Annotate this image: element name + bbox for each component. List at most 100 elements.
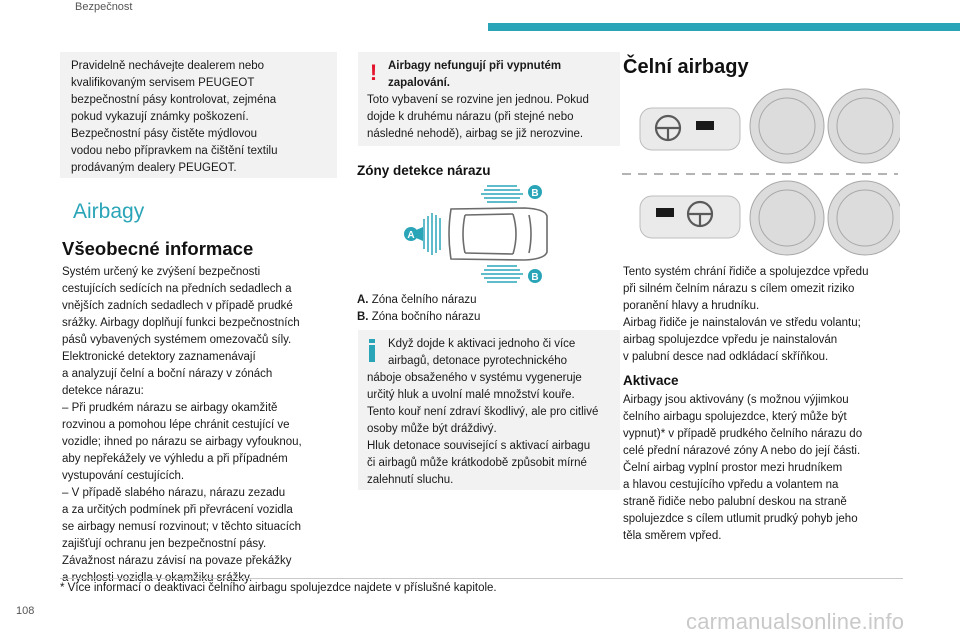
note-line: kvalifikovaným servisem PEUGEOT [71, 77, 255, 89]
info-line: Když dojde k aktivaci jednoho či více [388, 338, 576, 350]
footnote-divider [60, 578, 903, 579]
heading-detection-zones: Zóny detekce nárazu [357, 163, 491, 178]
info-text: Když dojde k aktivaci jednoho či více ai… [367, 336, 617, 489]
note-line: pokud vykazují známky poškození. [71, 111, 249, 123]
maintenance-note-box: Pravidelně nechávejte dealerem nebo kval… [60, 52, 337, 178]
header-accent-bar [488, 23, 960, 31]
steering-wheel-icon [654, 114, 682, 142]
heading-front-airbags: Čelní airbagy [623, 56, 749, 78]
section-header: Bezpečnost [75, 1, 133, 13]
info-line: Tento kouř není zdraví škodlivý, ale pro… [367, 406, 599, 418]
text-line: Elektronické detektory zaznamenávají [62, 351, 256, 363]
text-line: Airbag řidiče je nainstalován ve středu … [623, 317, 861, 329]
legend-item: B. Zóna bočního nárazu [357, 309, 480, 326]
steering-wheel-icon-bottom [686, 200, 714, 228]
text-line: celé přední nárazové zóny A nebo do její… [623, 445, 861, 457]
front-airbags-intro: Tento systém chrání řidiče a spolujezdce… [623, 264, 913, 366]
legend-item: A. Zóna čelního nárazu [357, 292, 480, 309]
text-line: a hlavou cestujícího vpředu a volantem n… [623, 479, 839, 491]
occupant-passenger-top [827, 88, 900, 164]
warning-line: Toto vybavení se rozvine jen jednou. Pok… [367, 94, 589, 106]
exclamation-icon: ! [369, 60, 378, 85]
label-a: A [407, 230, 414, 241]
info-line: či airbagů může krátkodobě způsobit mírn… [367, 457, 587, 469]
dashboard-bottom [639, 195, 741, 239]
label-b-bottom-badge [528, 269, 542, 283]
label-b-top: B [531, 188, 538, 199]
info-line: Hluk detonace související s aktivací air… [367, 440, 591, 452]
text-line: a analyzují čelní a boční nárazy v zónác… [62, 368, 273, 380]
text-line: srážky. Airbagy doplňují funkci bezpečno… [62, 317, 300, 329]
text-line: detekce nárazu: [62, 385, 144, 397]
activation-text: Airbagy jsou aktivovány (s možnou výjimk… [623, 392, 913, 545]
legend-key: A. [357, 294, 369, 306]
text-line: airbag spolujezdce vpředu je nainstalová… [623, 334, 838, 346]
warning-line: následné nehodě), airbag se již nerozvin… [367, 128, 584, 140]
text-line: vystupování cestujících. [62, 470, 185, 482]
text-line: se airbagy nemusí rozvinout; v těchto si… [62, 521, 302, 533]
side-impact-lines-bottom [481, 265, 523, 283]
text-line: Systém určený ke zvýšení bezpečnosti [62, 266, 261, 278]
warning-line: dojde k druhému nárazu (při stejné nebo [367, 111, 574, 123]
info-line: osoby může být dráždivý. [367, 423, 497, 435]
text-line: vypnut)* v případě prudkého čelního nára… [623, 428, 863, 440]
text-line: v palubní desce nad odkládací skříňkou. [623, 351, 829, 363]
occupant-driver-bottom [749, 180, 825, 256]
info-line: určitý hluk a uvolní malé množství kouře… [367, 389, 575, 401]
heading-activation: Aktivace [623, 373, 679, 388]
text-line: rozvinou a pomohou lépe chránit cestujíc… [62, 419, 290, 431]
text-line: cestujících sedících na předních sedadle… [62, 283, 292, 295]
info-box [358, 330, 620, 490]
occupant-driver-top [749, 88, 825, 164]
legend-text: Zóna bočního nárazu [371, 311, 481, 323]
text-line: při silném čelním nárazu s cílem omezit … [623, 283, 855, 295]
text-line: spolujezdce s cílem utlumit prudký pohyb… [623, 513, 858, 525]
note-line: Bezpečnostní pásy čistěte mýdlovou [71, 128, 258, 140]
warning-text: Airbagy nefungují při vypnutém zapalován… [367, 58, 617, 143]
text-line: Čelní airbag vyplní prostor mezi hrudník… [623, 462, 843, 474]
legend-key: B. [357, 311, 369, 323]
text-line: – V případě slabého nárazu, nárazu zezad… [62, 487, 286, 499]
zones-legend: A. Zóna čelního nárazu B. Zóna bočního n… [357, 292, 480, 326]
text-line: Tento systém chrání řidiče a spolujezdce… [623, 266, 869, 278]
text-line: čelního airbagu spolujezdce, který může … [623, 411, 847, 423]
label-b-top-badge [528, 185, 542, 199]
label-a-badge [404, 227, 418, 241]
front-airbags-illustration [622, 88, 900, 256]
text-line: pásů vybavených systémem omezovačů síly. [62, 334, 292, 346]
text-line: zajišťují ochranu jen bezpečnostní pásy. [62, 538, 267, 550]
driver-airbag-bottom [656, 208, 674, 217]
legend-text: Zóna čelního nárazu [371, 294, 477, 306]
side-impact-lines-top [481, 185, 523, 203]
watermark: carmanualsonline.info [686, 609, 905, 634]
text-line: a za určitých podmínek při převrácení vo… [62, 504, 293, 516]
text-line: Závažnost nárazu závisí na povaze překáž… [62, 555, 292, 567]
info-line: zalehnutí sluchu. [367, 474, 454, 486]
note-line: prodávaným dealery PEUGEOT. [71, 162, 237, 174]
note-line: bezpečnostní pásy kontrolovat, zejména [71, 94, 277, 106]
car-top-view [448, 207, 548, 261]
warning-box [358, 52, 620, 146]
heading-general-info: Všeobecné informace [62, 238, 254, 259]
text-line: těla směrem vpřed. [623, 530, 722, 542]
footnote: * Více informací o deaktivaci čelního ai… [60, 582, 497, 594]
info-icon [369, 339, 376, 362]
text-line: vozidle; ihned po nárazu se airbagy vyfo… [62, 436, 302, 448]
info-line: airbagů, detonace pyrotechnického [388, 355, 568, 367]
general-info-text: Systém určený ke zvýšení bezpečnosti ces… [62, 264, 348, 587]
text-line: straně řidiče nebo palubní deskou na str… [623, 496, 847, 508]
impact-zones-diagram: A B B [404, 185, 548, 283]
info-line: náboje obsaženého v systému vygeneruje [367, 372, 582, 384]
text-line: – Při prudkém nárazu se airbagy okamžitě [62, 402, 278, 414]
text-line: poranění hlavy a hrudníku. [623, 300, 760, 312]
front-impact-lines [423, 213, 441, 255]
note-line: Pravidelně nechávejte dealerem nebo [71, 60, 265, 72]
text-line: Airbagy jsou aktivovány (s možnou výjimk… [623, 394, 849, 406]
warning-bold-line: Airbagy nefungují při vypnutém [388, 60, 562, 72]
passenger-airbag-top [696, 121, 714, 130]
label-b-bottom: B [531, 272, 538, 283]
text-line: aby nepřekážely ve výhledu a při případn… [62, 453, 288, 465]
note-line: vodou nebo přípravkem na čištění textilu [71, 145, 278, 157]
text-line: vnějších zadních sedadlech v případě pru… [62, 300, 293, 312]
warning-bold-line: zapalování. [388, 77, 450, 89]
